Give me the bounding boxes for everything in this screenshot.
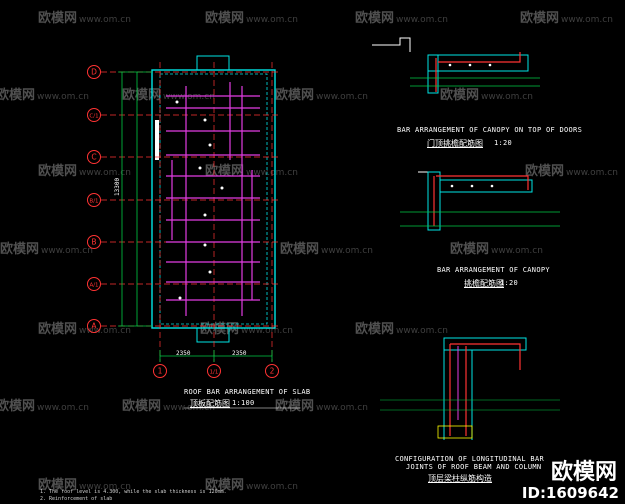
detail2-scale: 1:20 [500, 279, 519, 287]
axis-bubble-col-1 [207, 364, 221, 378]
axis-bubble-A [87, 319, 101, 333]
axis-label-A: A [91, 322, 97, 331]
axis-bubble-C [87, 150, 101, 164]
axis-label-col-2: 2 [270, 367, 275, 376]
axis-bubble-B [87, 235, 101, 249]
detail2-title-cn: 挑檐配筋图 [464, 279, 504, 288]
axis-label-col-1: 1/1 [210, 370, 219, 376]
plan-slab-rebar [166, 82, 260, 316]
plan-walls [151, 55, 276, 343]
detail1-title-cn: 门顶挑檐配筋图 [427, 139, 483, 148]
plan-title-cn: 顶板配筋图 [190, 399, 230, 408]
detail1-title: BAR ARRANGEMENT OF CANOPY ON TOP OF DOOR… [397, 126, 583, 134]
plan-axis-bubbles-left: D C/1C B/1B A/1A [87, 65, 101, 333]
axis-label-B1: B/1 [89, 199, 98, 205]
detail3-title-line2: JOINTS OF ROOF BEAM AND COLUMN [406, 463, 542, 471]
axis-bubble-col-2 [265, 364, 279, 378]
axis-label-C: C [91, 153, 96, 162]
brand-logo-text: 欧模网 [550, 460, 617, 485]
detail1-scale: 1:20 [494, 139, 513, 147]
plan-rebar-marks [175, 100, 224, 300]
axis-bubble-A1 [87, 277, 101, 291]
plan-axis-bubbles-bottom: 1 1/1 2 [153, 364, 279, 378]
axis-bubble-col-0 [153, 364, 167, 378]
axis-bubble-C2 [87, 108, 101, 122]
plan-scale: 1:100 [232, 399, 255, 407]
dim-bottom-left: 2350 [176, 350, 191, 357]
axis-label-B: B [91, 238, 96, 247]
detail2-canopy [400, 171, 560, 231]
detail3-title-line1: CONFIGURATION OF LONGITUDINAL BAR [395, 455, 544, 463]
note-1: 1. The roof level is 4.300, while the sl… [40, 489, 227, 495]
axis-bubble-B1 [87, 193, 101, 207]
plan-dimension-lines [118, 71, 273, 362]
plan-grid-vertical [159, 62, 273, 362]
plan-title: ROOF BAR ARRANGEMENT OF SLAB [184, 388, 311, 396]
detail3-beam-column-joint [380, 337, 560, 440]
note-2: 2. Reinforcement of slab [40, 496, 113, 502]
detail1-canopy-doors [372, 37, 540, 94]
axis-label-D: D [91, 68, 97, 77]
brand-id: ID:1609642 [521, 484, 619, 502]
axis-label-C2: C/1 [89, 114, 98, 120]
detail3-title-cn: 顶层梁柱纵筋构造 [428, 474, 492, 483]
axis-label-A1: A/1 [89, 283, 98, 289]
axis-bubble-D [87, 65, 101, 79]
detail2-title: BAR ARRANGEMENT OF CANOPY [437, 266, 550, 274]
dim-outer-total: 13300 [114, 177, 121, 196]
dim-bottom-right: 2350 [232, 350, 247, 357]
axis-label-col-0: 1 [158, 367, 163, 376]
